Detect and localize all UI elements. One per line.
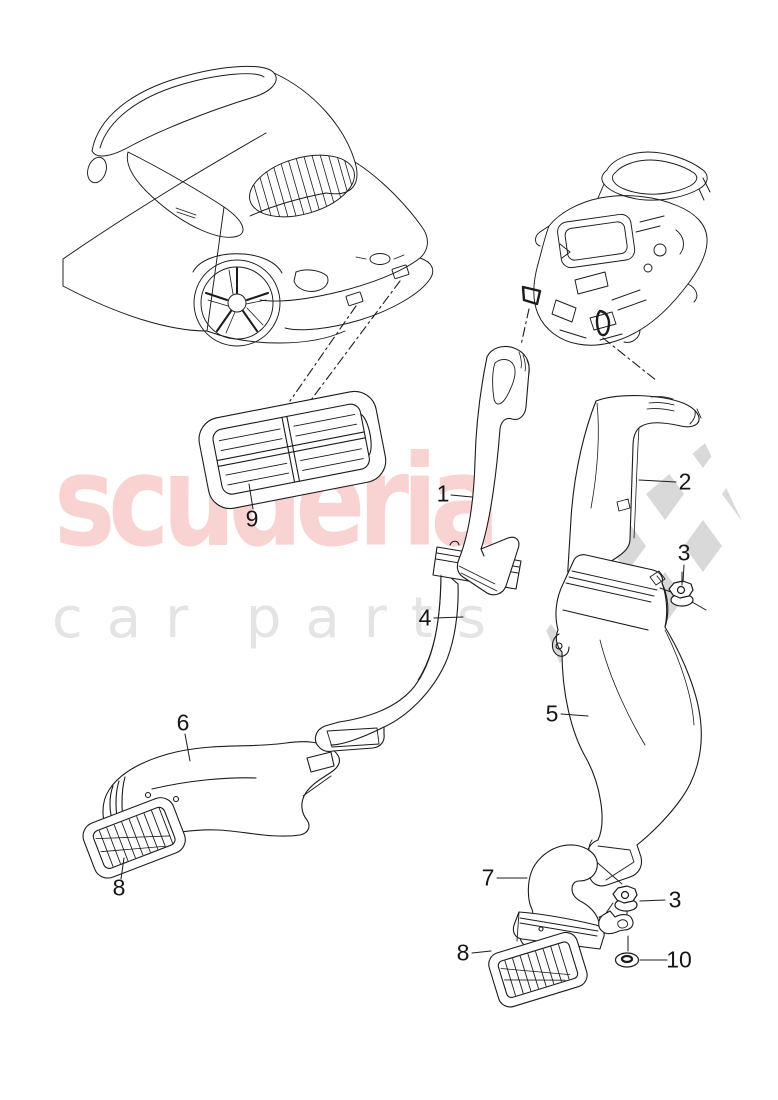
callout-part-2: 2 <box>678 468 692 495</box>
callout-part-9: 9 <box>245 505 259 532</box>
part-7-duct <box>512 844 614 950</box>
part-8-vent-grille-left <box>82 797 186 879</box>
part-8-vent-grille-bottom <box>488 931 588 1008</box>
hvac-outlet-right <box>595 309 611 337</box>
callout-part-6: 6 <box>176 709 190 736</box>
callout-leader-lines <box>120 479 685 961</box>
watermark-tagline: car parts <box>52 586 510 651</box>
part-5-duct <box>551 554 702 887</box>
hvac-outlet-left <box>521 285 542 306</box>
callout-part-8-left: 8 <box>112 874 126 901</box>
callout-part-3-lower: 3 <box>668 886 682 913</box>
part-2-duct <box>567 395 702 583</box>
part-3-nut-lower <box>603 885 638 920</box>
mounting-bracket <box>598 910 634 952</box>
projection-lines-hvac-to-ducts <box>520 308 658 382</box>
part-3-nut-upper <box>659 571 707 611</box>
part-10-washer <box>614 952 640 968</box>
brand-badge <box>369 253 391 265</box>
bumper-vent-right <box>345 291 364 307</box>
hvac-unit-illustration <box>521 151 711 346</box>
side-mirror <box>87 156 107 184</box>
callout-part-7: 7 <box>481 864 495 891</box>
car-illustration <box>62 65 434 347</box>
projection-lines-car-to-vent <box>289 280 401 405</box>
callout-part-5: 5 <box>545 700 559 727</box>
callout-part-3-upper: 3 <box>677 539 691 566</box>
callout-part-8-bottom: 8 <box>456 939 470 966</box>
rear-wheel <box>192 253 283 347</box>
callout-part-1: 1 <box>436 480 450 507</box>
part-1-duct <box>456 345 530 596</box>
callout-part-10: 10 <box>666 946 692 973</box>
bumper-vent-left <box>391 264 410 280</box>
callout-part-4: 4 <box>418 604 432 631</box>
part-9-vent-grille <box>198 390 387 510</box>
